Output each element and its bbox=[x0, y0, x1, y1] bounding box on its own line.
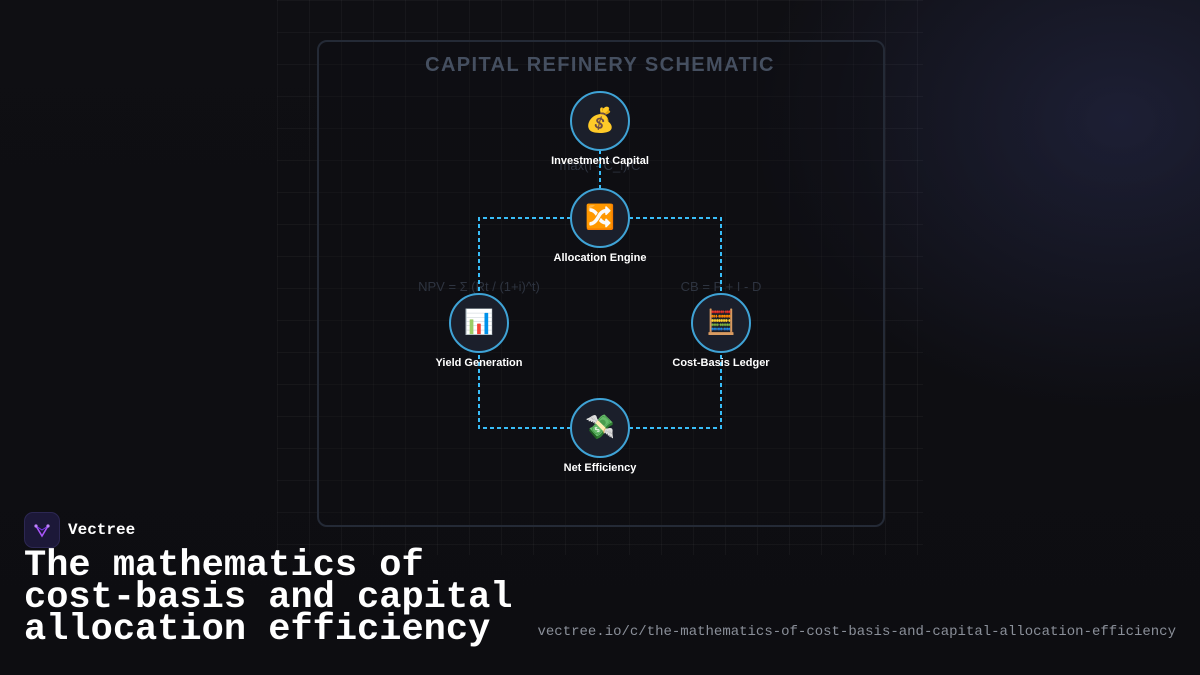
connector-yield-efficiency bbox=[478, 355, 571, 429]
node-label-yield-generation: Yield Generation bbox=[435, 357, 523, 369]
abacus-icon: 🧮 bbox=[691, 293, 751, 353]
schematic-title: CAPITAL REFINERY SCHEMATIC bbox=[425, 54, 775, 76]
shuffle-icon: 🔀 bbox=[570, 188, 630, 248]
connector-ledger-efficiency bbox=[629, 355, 722, 429]
bar-chart-icon: 📊 bbox=[449, 293, 509, 353]
brand: Vectree bbox=[24, 512, 135, 548]
headline-line: The mathematics of bbox=[24, 545, 424, 587]
node-label-net-efficiency: Net Efficiency bbox=[563, 462, 637, 474]
connector-allocation-ledger bbox=[629, 217, 722, 294]
node-label-cost-basis-ledger: Cost-Basis Ledger bbox=[672, 357, 770, 369]
money-wings-icon: 💸 bbox=[570, 398, 630, 458]
node-label-allocation-engine: Allocation Engine bbox=[553, 252, 647, 264]
headline-line: allocation efficiency bbox=[24, 609, 491, 651]
node-label-investment-capital: Investment Capital bbox=[551, 155, 649, 167]
formula-npv: NPV = Σ (Rt / (1+i)^t) bbox=[418, 279, 540, 294]
headline-line: cost-basis and capital bbox=[24, 577, 513, 619]
connector-allocation-yield bbox=[478, 217, 571, 294]
brand-name: Vectree bbox=[68, 521, 136, 539]
headline: The mathematics of cost-basis and capita… bbox=[24, 545, 544, 651]
article-url: vectree.io/c/the-mathematics-of-cost-bas… bbox=[537, 624, 1176, 640]
vectree-logo-icon bbox=[24, 512, 60, 548]
formula-cost-basis: CB = P + I - D bbox=[680, 279, 762, 294]
money-bag-icon: 💰 bbox=[570, 91, 630, 151]
